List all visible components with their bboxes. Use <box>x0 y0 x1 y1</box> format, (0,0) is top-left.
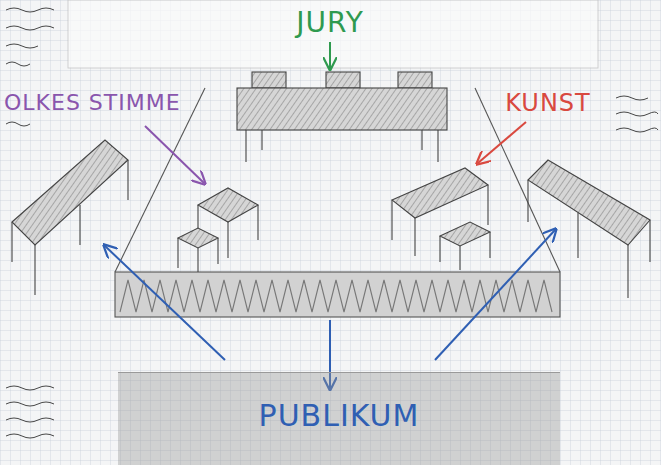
role-label: JURY <box>296 6 364 39</box>
audience-area: PUBLIKUM <box>118 372 560 465</box>
paper-card <box>68 0 598 68</box>
voice-arrow <box>145 126 204 183</box>
art-arrow <box>478 122 526 163</box>
jury-arrow <box>329 42 331 68</box>
role-label: OLKES STIMME <box>4 90 181 115</box>
role-label: KUNST <box>505 89 591 117</box>
audience-arrow <box>105 246 225 360</box>
stage-platform <box>115 88 560 317</box>
audience-arrow <box>435 230 555 360</box>
area-title: PUBLIKUM <box>259 398 420 433</box>
